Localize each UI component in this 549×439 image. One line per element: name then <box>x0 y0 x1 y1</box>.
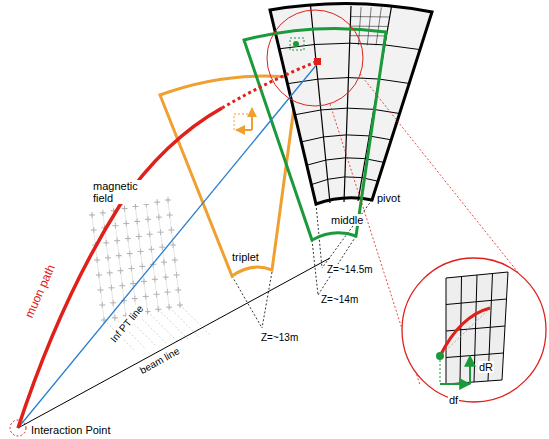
deviation-arrow <box>236 129 252 131</box>
label: Z=~14.5m <box>326 264 374 276</box>
zoom-hit <box>436 352 444 360</box>
zoom-grid <box>446 272 508 384</box>
df-arrow <box>440 383 470 385</box>
label: magnetic field <box>92 180 154 204</box>
label: beam line <box>137 345 182 377</box>
deviation-arrow <box>251 108 253 130</box>
label: pivot <box>376 192 401 204</box>
muon-path <box>18 108 222 428</box>
interaction-point <box>10 420 26 436</box>
label: df <box>448 394 459 406</box>
beam-line <box>18 258 330 428</box>
magnetic-field <box>89 197 210 350</box>
hit <box>314 58 321 65</box>
label: triplet <box>231 251 260 263</box>
zoom-inf-line <box>440 310 488 356</box>
triplet-chamber <box>160 76 298 276</box>
zoom-muon <box>440 308 490 356</box>
label: Z=~14m <box>320 294 359 306</box>
pivot-chamber <box>270 3 432 204</box>
label: dR <box>478 361 494 373</box>
muon-path-extrapolated <box>222 62 316 108</box>
middle-chamber <box>244 28 386 240</box>
inf-pt-line <box>18 63 318 428</box>
hit-window <box>290 38 304 50</box>
zoom-box <box>440 356 470 384</box>
hit <box>293 41 299 47</box>
deviation-box <box>234 114 252 130</box>
dr-arrow <box>469 356 471 384</box>
label: Inf PT line <box>107 302 146 346</box>
label: Z=~13m <box>260 332 299 344</box>
label: muon path <box>23 262 58 321</box>
zoom-leader <box>360 74 520 275</box>
label: middle <box>330 214 364 226</box>
label: Interaction Point <box>30 424 112 436</box>
zoom-region <box>267 10 363 106</box>
zoom-circle <box>402 258 546 402</box>
